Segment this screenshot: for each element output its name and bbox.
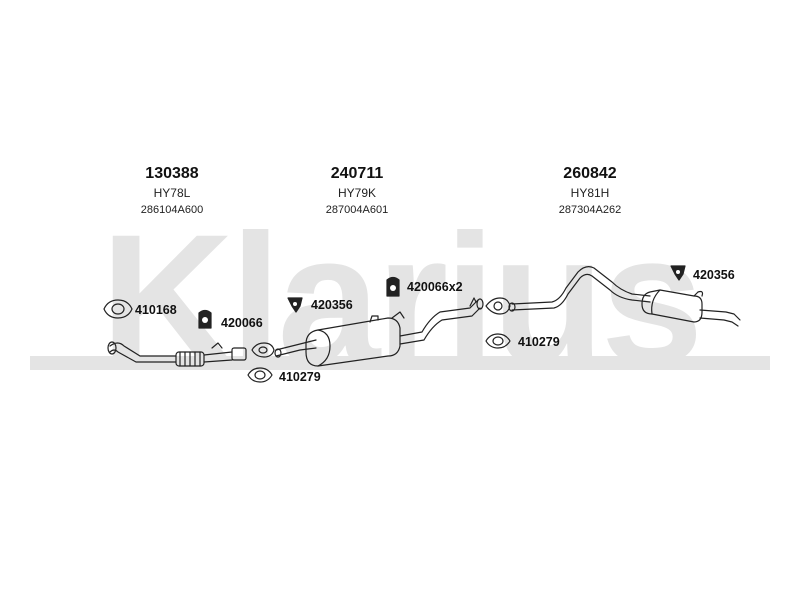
front-pipe	[107, 341, 247, 367]
part-oem-number: 287004A601	[325, 204, 389, 216]
part-number: 260842	[563, 165, 617, 182]
middle-silencer	[274, 297, 484, 367]
mounting-bracket-icon	[670, 265, 686, 281]
part-number: 240711	[330, 165, 384, 182]
mounting-bracket-icon	[287, 297, 303, 313]
label-gasket-410168: 410168	[135, 303, 177, 317]
rear-silencer	[508, 266, 741, 327]
label-gasket-410279-rear: 410279	[518, 335, 560, 349]
gasket-icon	[247, 367, 273, 383]
part-oem-number: 286104A600	[140, 204, 204, 216]
part-group-front-pipe: 130388 HY78L 286104A600	[92, 164, 252, 218]
rubber-mount-pair-icon	[386, 276, 400, 297]
part-number: 130388	[145, 165, 199, 182]
watermark-underline	[30, 356, 770, 370]
label-rubber-420066: 420066	[221, 316, 263, 330]
flange-gasket-icon	[251, 342, 275, 358]
part-group-middle-silencer: 240711 HY79K 287004A601	[277, 164, 437, 218]
label-bracket-420356: 420356	[311, 298, 353, 312]
label-gasket-410279-front: 410279	[279, 370, 321, 384]
brand-watermark: Klarius	[100, 215, 703, 375]
part-oem-number: 287304A262	[558, 204, 622, 216]
label-bracket-420356-rear: 420356	[693, 268, 735, 282]
part-code: HY81H	[570, 186, 610, 200]
part-code: HY79K	[337, 186, 377, 200]
part-code: HY78L	[153, 186, 191, 200]
label-rubber-420066x2: 420066x2	[407, 280, 463, 294]
gasket-icon	[103, 299, 133, 319]
rubber-mount-icon	[198, 309, 212, 329]
part-group-rear-silencer: 260842 HY81H 287304A262	[510, 164, 670, 218]
flange-gasket-icon	[485, 297, 511, 315]
gasket-icon	[485, 333, 511, 349]
